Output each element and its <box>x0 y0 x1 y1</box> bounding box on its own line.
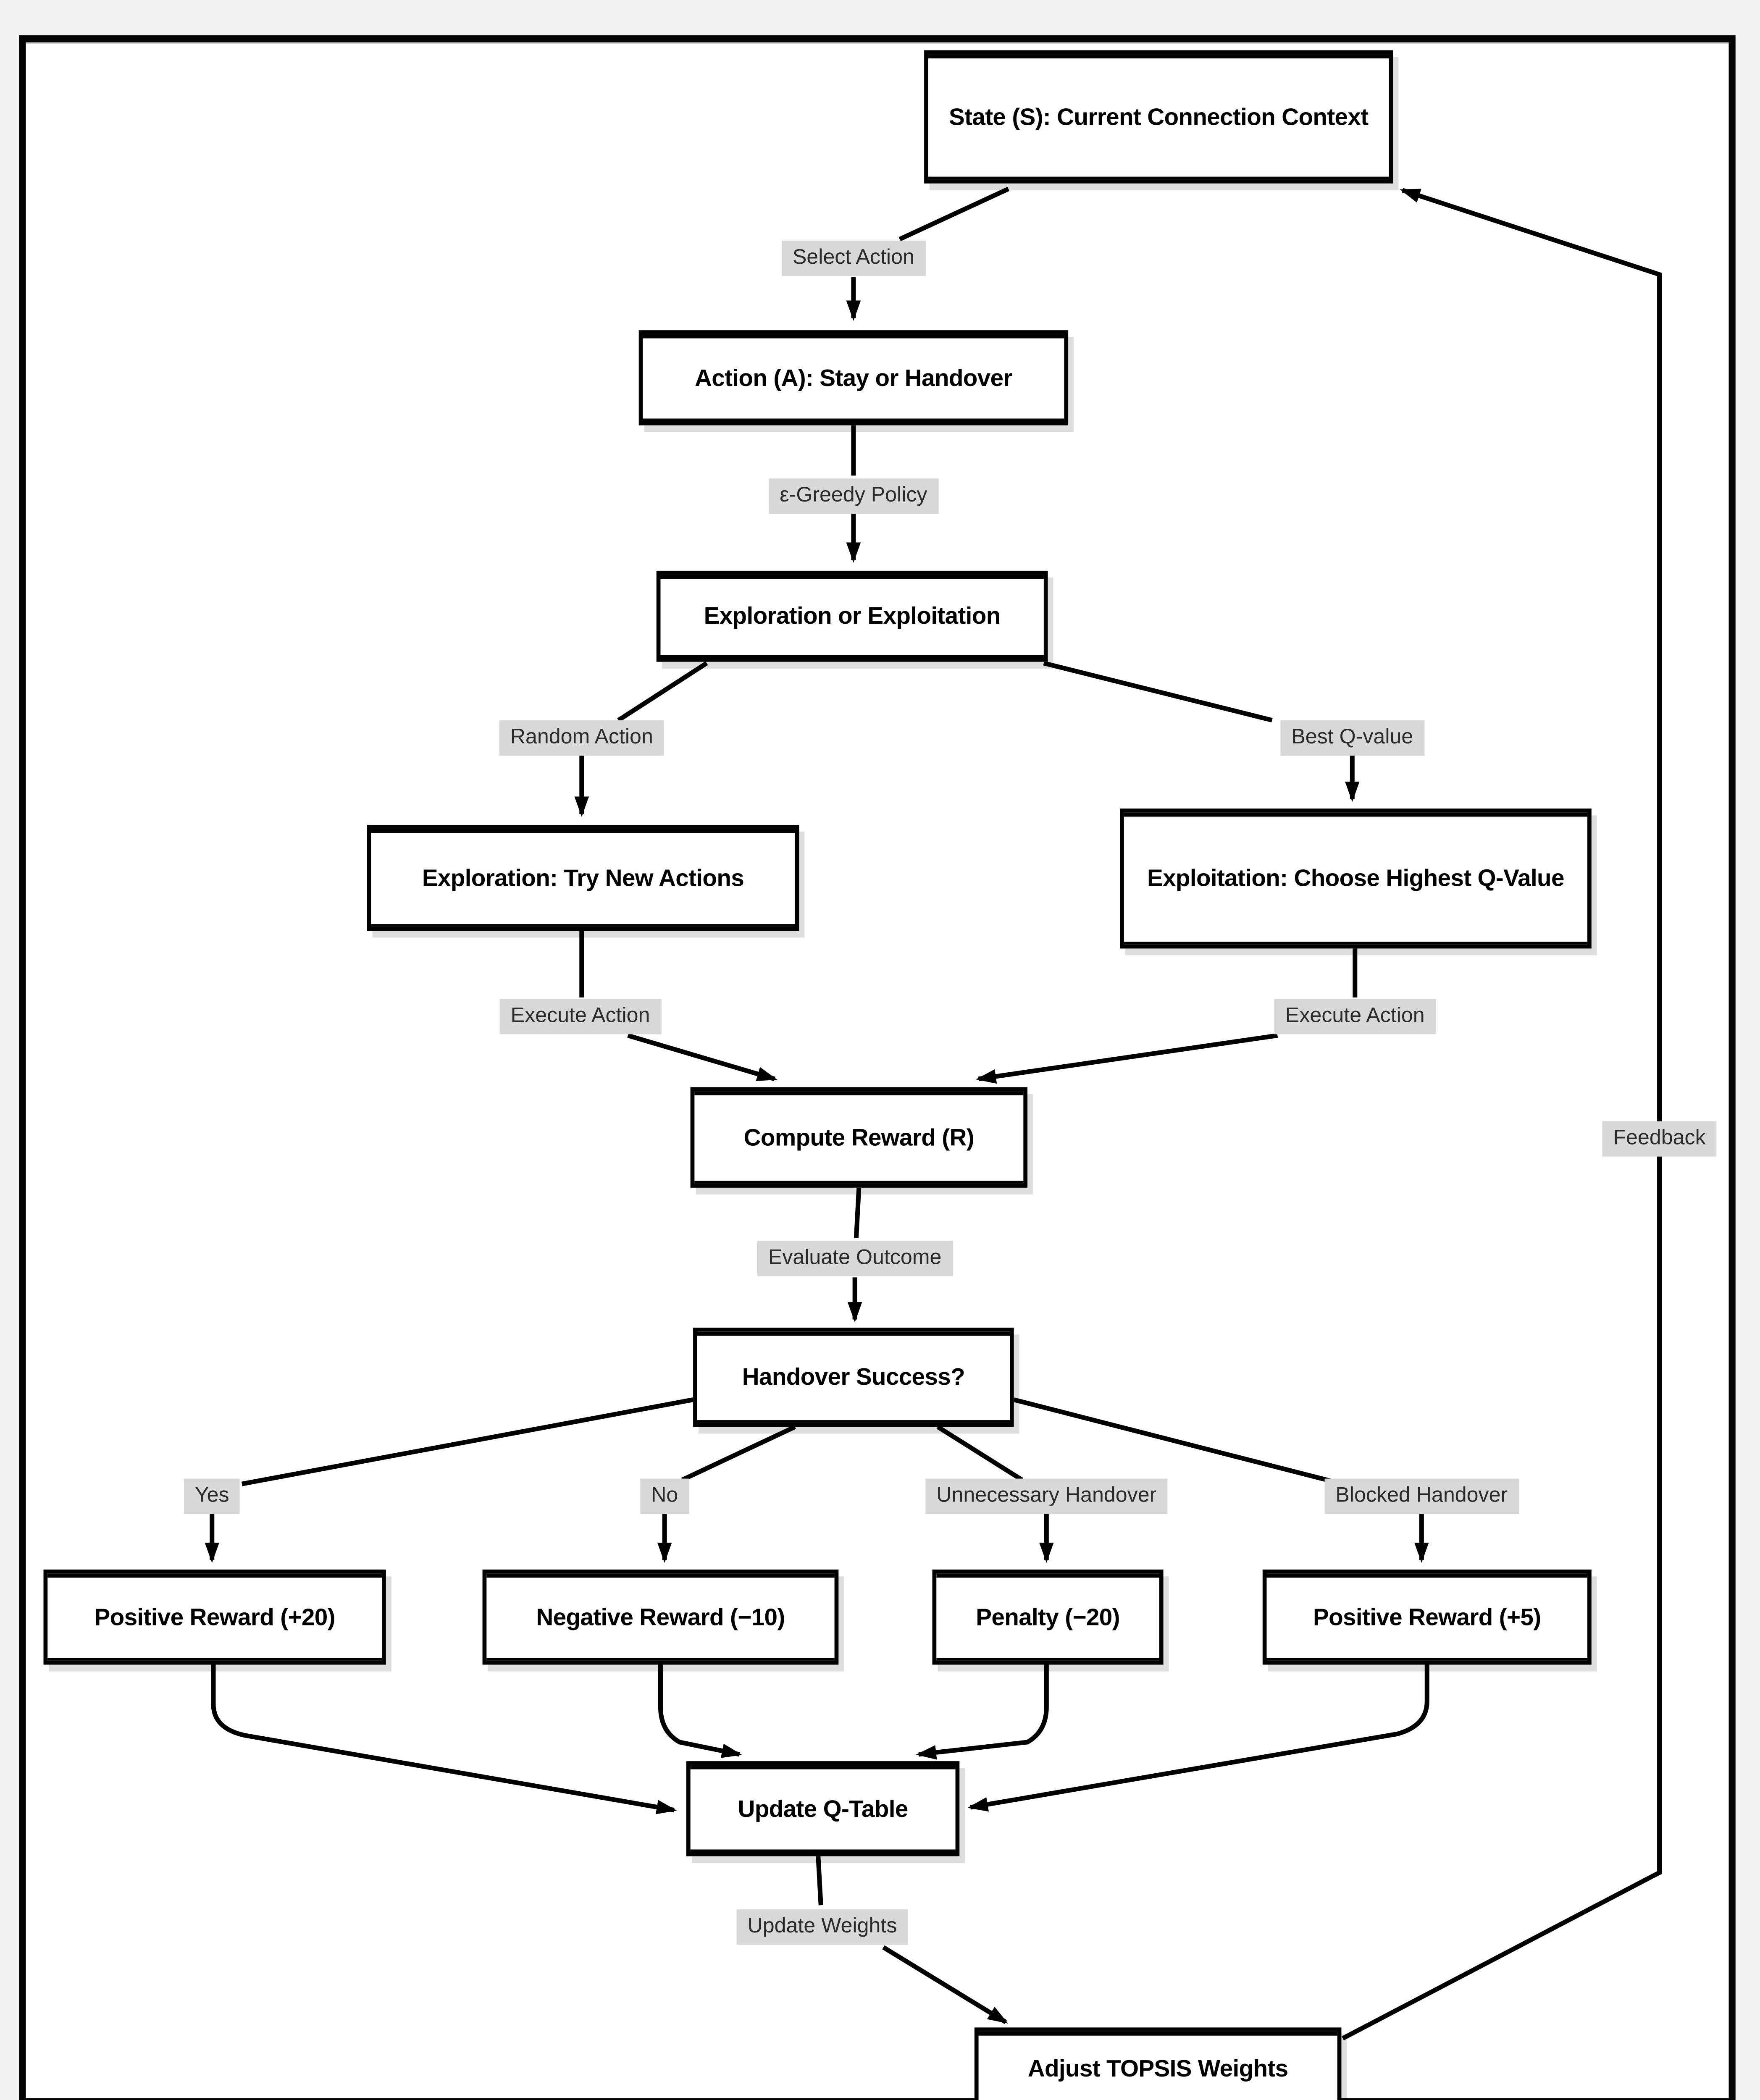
node-action-label: Action (A): Stay or Handover <box>694 363 1012 391</box>
node-positive-reward-5: Positive Reward (+5) <box>1262 1570 1592 1665</box>
arrow-execute-right-to-reward <box>975 1033 1278 1084</box>
edge-label-unnecessary-handover: Unnecessary Handover <box>925 1478 1168 1514</box>
node-update-qtable: Update Q-Table <box>686 1761 960 1856</box>
node-compute-reward: Compute Reward (R) <box>690 1087 1028 1188</box>
edge-state-to-select-action <box>898 186 1010 242</box>
node-state-label: State (S): Current Connection Context <box>949 102 1369 130</box>
arrow-update-weights-to-topsis <box>882 1945 1009 2024</box>
arrow-execute-left-to-reward <box>627 1033 778 1082</box>
node-exploitation-label: Exploitation: Choose Highest Q-Value <box>1147 864 1565 892</box>
node-exploration: Exploration: Try New Actions <box>367 824 799 931</box>
edge-label-blocked-handover: Blocked Handover <box>1324 1478 1519 1514</box>
node-exploitation: Exploitation: Choose Highest Q-Value <box>1120 808 1592 949</box>
arrow-pos20-to-qtable <box>211 1664 677 1814</box>
arrow-feedback-loop <box>1342 188 1662 2041</box>
edge-success-to-yes <box>241 1397 694 1486</box>
node-negative-reward-10: Negative Reward (−10) <box>482 1570 839 1665</box>
node-adjust-topsis: Adjust TOPSIS Weights <box>974 2027 1342 2100</box>
edge-ee-to-random-action <box>617 661 708 722</box>
edge-label-yes: Yes <box>184 1478 240 1514</box>
edge-qtable-to-update-weights <box>816 1856 823 1906</box>
node-penalty-20: Penalty (−20) <box>932 1570 1164 1665</box>
edge-label-select-action: Select Action <box>782 240 925 276</box>
node-compute-reward-label: Compute Reward (R) <box>743 1123 975 1151</box>
arrow-neg10-to-qtable <box>658 1664 742 1758</box>
node-positive-reward-20: Positive Reward (+20) <box>43 1570 386 1665</box>
edge-success-to-blocked <box>1013 1397 1333 1484</box>
node-penalty-20-label: Penalty (−20) <box>976 1603 1120 1630</box>
edge-label-evaluate-outcome: Evaluate Outcome <box>757 1241 953 1276</box>
node-state: State (S): Current Connection Context <box>924 50 1393 184</box>
node-exploration-or-exploitation-label: Exploration or Exploitation <box>704 602 1001 630</box>
node-action: Action (A): Stay or Handover <box>638 330 1069 425</box>
edge-label-execute-action-left: Execute Action <box>499 999 661 1034</box>
edge-label-execute-action-right: Execute Action <box>1274 999 1436 1034</box>
node-handover-success-label: Handover Success? <box>742 1363 965 1391</box>
edge-success-to-no <box>681 1425 796 1482</box>
node-positive-reward-20-label: Positive Reward (+20) <box>94 1603 336 1630</box>
edge-label-feedback: Feedback <box>1602 1121 1717 1157</box>
edge-label-egreedy-policy: ε-Greedy Policy <box>769 478 938 514</box>
edge-ee-to-best-q <box>1043 661 1273 723</box>
node-adjust-topsis-label: Adjust TOPSIS Weights <box>1027 2054 1288 2082</box>
node-exploration-label: Exploration: Try New Actions <box>422 864 744 891</box>
arrow-pos5-to-qtable <box>967 1664 1429 1812</box>
edge-label-update-weights: Update Weights <box>736 1909 908 1945</box>
edge-label-no: No <box>640 1478 689 1514</box>
edge-reward-to-evaluate <box>854 1187 862 1238</box>
node-handover-success: Handover Success? <box>693 1328 1014 1427</box>
node-negative-reward-10-label: Negative Reward (−10) <box>536 1603 785 1630</box>
node-exploration-or-exploitation: Exploration or Exploitation <box>656 570 1048 662</box>
arrow-penalty-to-qtable <box>916 1664 1049 1760</box>
edge-success-to-unnecessary <box>936 1425 1024 1482</box>
node-positive-reward-5-label: Positive Reward (+5) <box>1313 1603 1541 1630</box>
node-update-qtable-label: Update Q-Table <box>738 1794 908 1822</box>
edge-label-random-action: Random Action <box>499 720 664 756</box>
edge-label-best-q-value: Best Q-value <box>1280 720 1424 756</box>
